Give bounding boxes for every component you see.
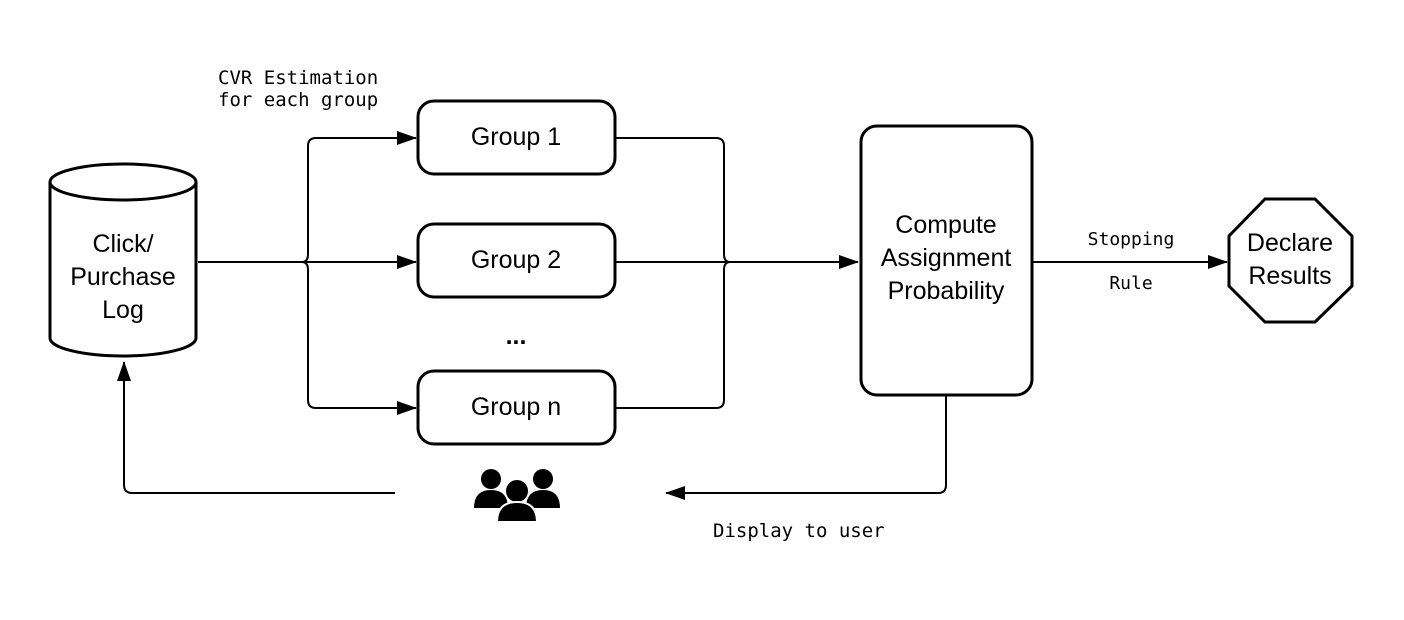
- log-label-line-1: Click/: [92, 230, 153, 258]
- edge-fanin-bracket: [616, 137, 731, 409]
- log-label-line-2: Purchase: [70, 263, 176, 291]
- log-cylinder-top: [48, 162, 198, 202]
- node-compute-assignment-probability: Compute Assignment Probability: [859, 124, 1034, 397]
- node-declare-results: Declare Results: [1227, 197, 1354, 324]
- compute-label-line-1: Compute: [895, 211, 996, 239]
- edge-users-to-log: [117, 361, 395, 494]
- stopping-rule-label-line-1: Stopping: [1088, 229, 1175, 250]
- log-cylinder-body: [48, 182, 198, 358]
- log-label-line-3: Log: [102, 296, 144, 324]
- edge-fanout-bracket: [301, 137, 400, 409]
- cvr-estimation-label-line-2: for each group: [218, 89, 378, 111]
- groups-ellipsis: ...: [506, 322, 527, 350]
- declare-label-line-2: Results: [1248, 262, 1331, 290]
- group-2-label: Group 2: [471, 246, 561, 274]
- compute-label-line-2: Assignment: [881, 244, 1012, 272]
- declare-octagon: [1227, 197, 1354, 324]
- group-1-label: Group 1: [471, 123, 561, 151]
- cvr-estimation-label-line-1: CVR Estimation: [218, 67, 378, 89]
- node-group-2: Group 2: [416, 222, 617, 299]
- node-click-purchase-log: Click/ Purchase Log: [48, 162, 198, 358]
- group-n-label: Group n: [471, 393, 561, 421]
- node-group-n: Group n: [416, 369, 617, 446]
- display-to-user-label: Display to user: [713, 520, 885, 542]
- edge-compute-to-users: [665, 396, 947, 500]
- declare-label-line-1: Declare: [1247, 229, 1333, 257]
- users-group-icon: [474, 469, 560, 523]
- edges: [117, 131, 1228, 500]
- node-group-1: Group 1: [416, 99, 617, 176]
- stopping-rule-label-line-2: Rule: [1109, 273, 1152, 294]
- compute-label-line-3: Probability: [888, 277, 1005, 305]
